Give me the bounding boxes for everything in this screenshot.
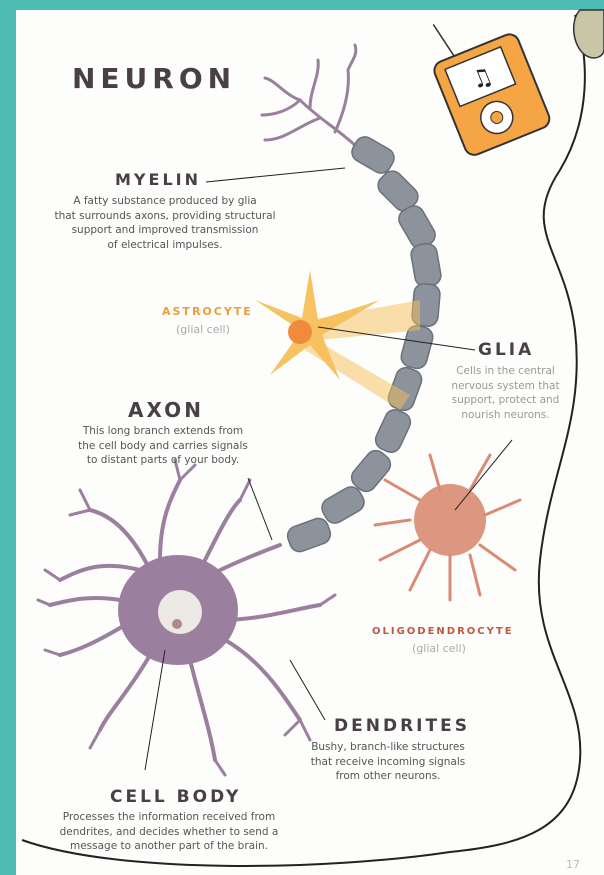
decor-blob (574, 10, 604, 58)
music-player-icon: ♫ (418, 0, 553, 158)
astrocyte-subtitle: (glial cell) (176, 323, 230, 336)
myelin-heading: MYELIN (115, 170, 201, 189)
axon-terminal (262, 45, 360, 150)
astrocyte-heading: ASTROCYTE (162, 305, 253, 318)
dendrites-heading: DENDRITES (334, 716, 470, 736)
axon-heading: AXON (128, 398, 204, 422)
oligodendrocyte-cell (375, 455, 520, 600)
page-number: 17 (566, 858, 580, 871)
leader-lines (145, 168, 512, 770)
page-title: NEURON (72, 62, 236, 95)
nucleolus (172, 619, 182, 629)
cell-body-heading: CELL BODY (110, 787, 241, 807)
oligodendrocyte-heading: OLIGODENDROCYTE (372, 626, 514, 637)
oligodendrocyte-subtitle: (glial cell) (412, 642, 466, 655)
glia-heading: GLIA (478, 340, 534, 360)
astrocyte-cell (255, 270, 420, 410)
